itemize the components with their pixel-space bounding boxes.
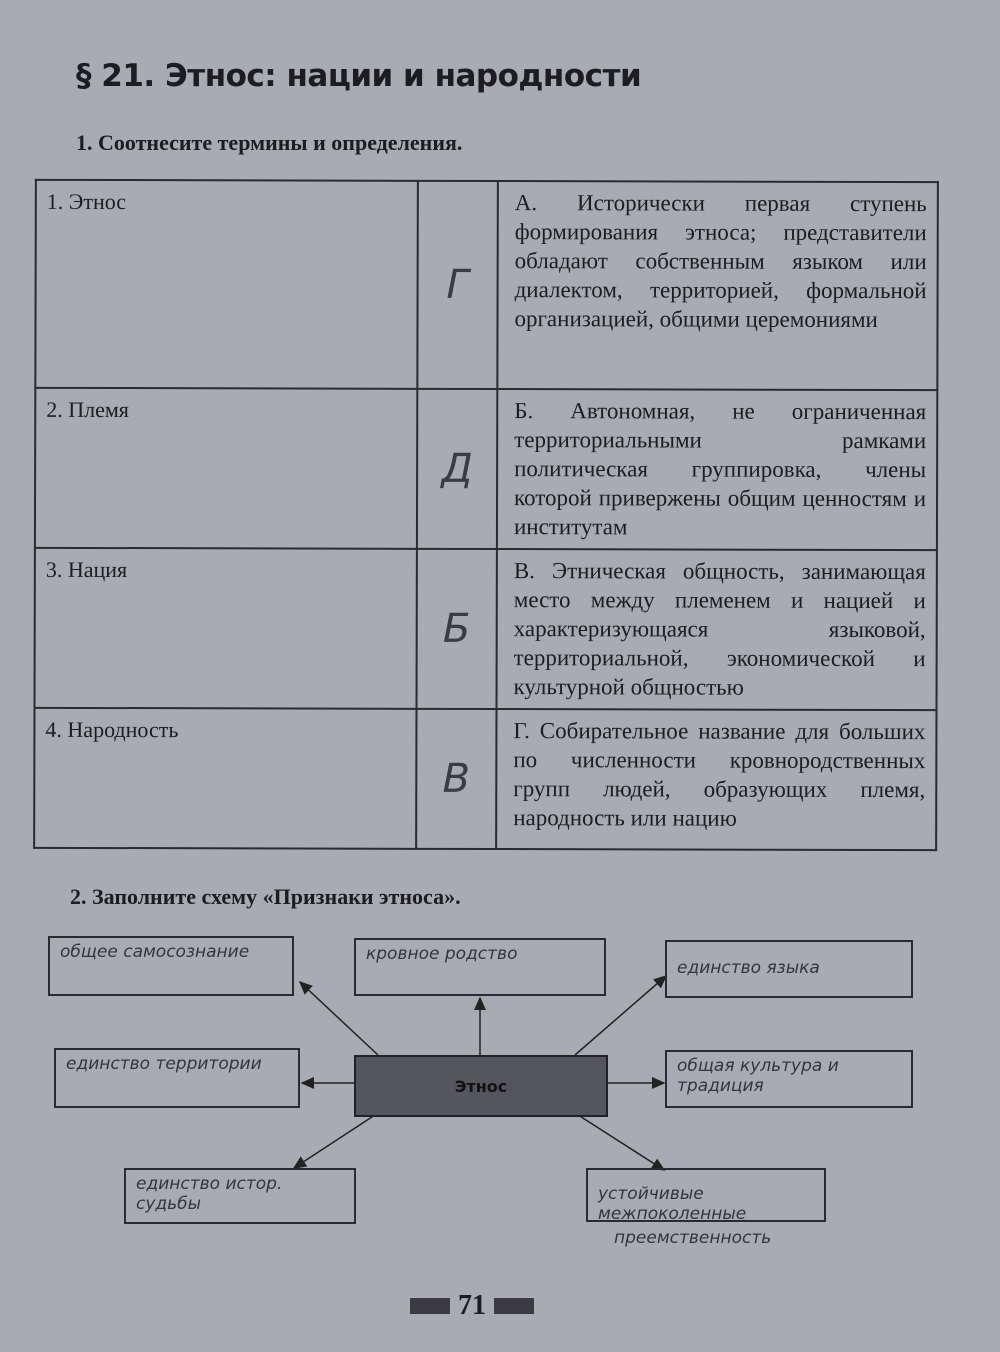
arrow bbox=[292, 1112, 379, 1169]
arrow bbox=[298, 980, 379, 1056]
arrow bbox=[574, 1112, 666, 1171]
handwritten-overflow: преемственность bbox=[614, 1228, 772, 1248]
center-node-ethnos: Этнос bbox=[354, 1055, 608, 1117]
scheme-box[interactable]: единство истор. судьбы bbox=[124, 1168, 356, 1224]
center-label: Этнос bbox=[454, 1076, 508, 1096]
page-number: 71 bbox=[410, 1290, 534, 1322]
scheme-box[interactable]: единство языка bbox=[665, 940, 913, 998]
scheme-box[interactable]: устойчивые межпоколенные bbox=[586, 1168, 826, 1224]
page-number-text: 71 bbox=[458, 1290, 486, 1321]
scheme-box[interactable]: единство территории bbox=[54, 1048, 300, 1108]
scheme-box[interactable]: кровное родство bbox=[354, 938, 606, 996]
page-bar-left bbox=[410, 1298, 450, 1314]
arrow bbox=[574, 975, 668, 1056]
page-bar-right bbox=[494, 1298, 534, 1314]
scheme-box[interactable]: общая культура и традиция bbox=[665, 1050, 913, 1108]
task1-heading: 1. Соотнесите термины и определения. bbox=[76, 130, 463, 155]
page-title: § 21. Этнос: нации и народности bbox=[76, 58, 642, 94]
scheme-box[interactable]: общее самосознание bbox=[48, 936, 294, 996]
task2-heading: 2. Заполните схему «Признаки этноса». bbox=[70, 884, 461, 909]
